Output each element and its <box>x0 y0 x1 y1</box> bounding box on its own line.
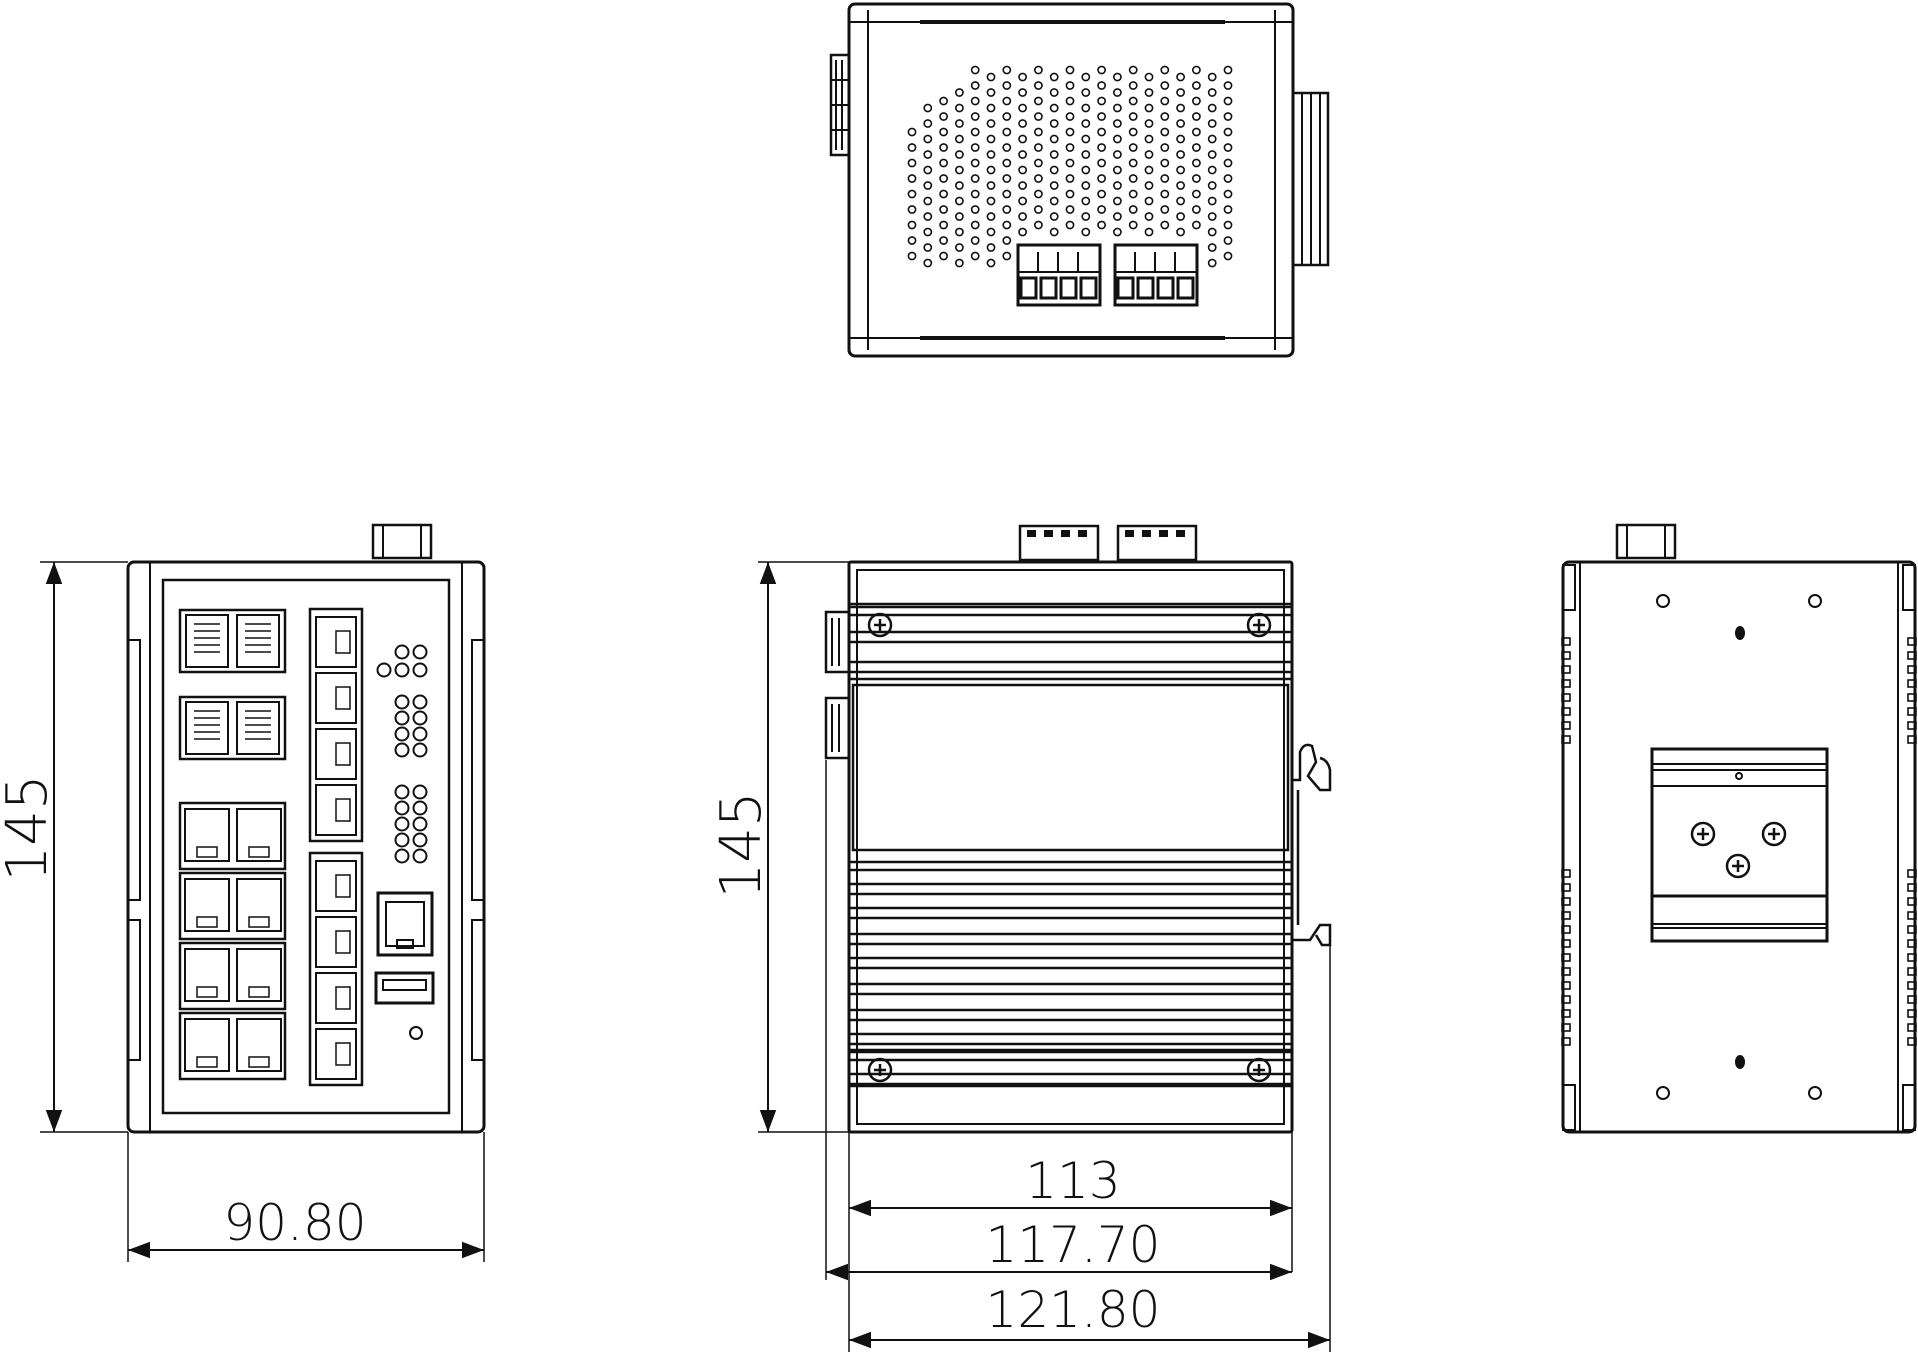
din-rail-bracket <box>1650 747 1829 943</box>
side-left-connector-1 <box>824 610 851 674</box>
top-din-clip <box>1291 91 1330 267</box>
side-height-label: 145 <box>709 792 774 899</box>
side-width-117-label: 117.70 <box>986 1216 1161 1274</box>
back-top-connector <box>1615 523 1677 560</box>
side-width-113-label: 113 <box>1025 1152 1120 1210</box>
back-slots <box>1561 637 1917 1046</box>
dimensions: 145 90.80 145 113 117.70 121.80 <box>0 561 1331 1352</box>
console-port <box>376 891 434 957</box>
vent-holes <box>907 65 1233 268</box>
front-height-label: 145 <box>0 775 60 882</box>
back-screws <box>1690 821 1787 879</box>
side-view <box>824 524 1332 1134</box>
front-top-connector <box>371 523 433 560</box>
side-left-connector-2 <box>824 696 851 760</box>
side-din-clip <box>1292 743 1332 947</box>
front-ports <box>178 607 364 1087</box>
side-terminal-1 <box>1018 524 1100 562</box>
usb-port <box>374 971 435 1005</box>
top-left-connector <box>829 53 851 157</box>
side-width-121-label: 121.80 <box>986 1281 1161 1339</box>
side-screws <box>867 612 1272 1083</box>
back-view <box>1561 523 1917 1134</box>
top-view <box>829 2 1330 358</box>
front-view <box>126 523 486 1134</box>
terminal-block-2 <box>1113 243 1199 307</box>
side-terminal-2 <box>1116 524 1198 562</box>
side-fins <box>847 602 1294 1088</box>
front-leds <box>376 644 428 864</box>
terminal-block-1 <box>1016 243 1102 307</box>
front-width-label: 90.80 <box>223 1194 366 1252</box>
